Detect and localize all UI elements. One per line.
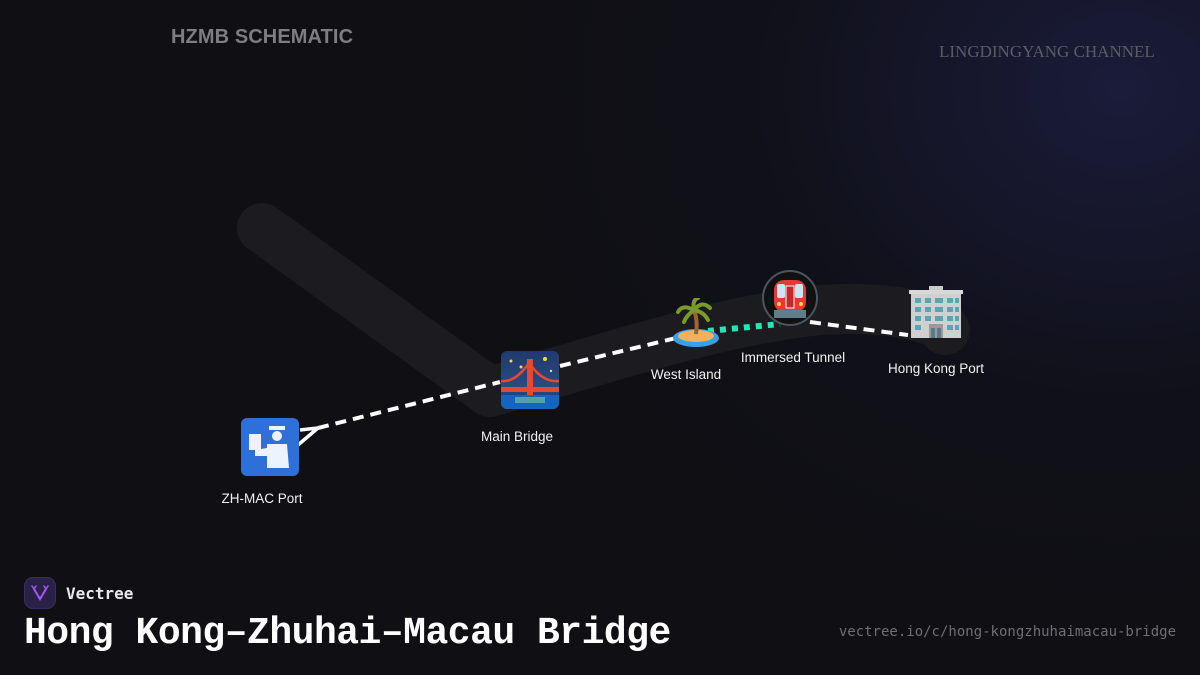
route-shadow-band xyxy=(237,203,970,417)
page-title: Hong Kong–Zhuhai–Macau Bridge xyxy=(24,612,671,655)
page-url[interactable]: vectree.io/c/hong-kongzhuhaimacau-bridge xyxy=(838,624,1176,640)
bridge-at-night-icon xyxy=(501,351,559,409)
edge-zh-mac-to-main-bridge xyxy=(317,380,501,430)
desert-island-icon xyxy=(672,296,722,350)
brand-name: Vectree xyxy=(66,583,134,603)
region-label: LINGDINGYANG CHANNEL xyxy=(939,42,1155,61)
metro-train-icon xyxy=(762,270,818,326)
vectree-logo-icon xyxy=(24,577,56,609)
node-label: Main Bridge xyxy=(480,429,554,444)
passport-control-icon xyxy=(241,418,299,476)
node-label: Immersed Tunnel xyxy=(740,350,846,365)
node-label: Hong Kong Port xyxy=(887,361,985,376)
node-label: ZH-MAC Port xyxy=(221,491,303,506)
edge-tunnel-to-hong-kong-port xyxy=(809,320,909,337)
edge-zh-mac-junction xyxy=(296,425,324,447)
office-building-icon xyxy=(907,286,965,342)
node-label: West Island xyxy=(650,367,722,382)
edge-west-island-to-tunnel xyxy=(707,321,781,334)
brand[interactable]: Vectree xyxy=(24,577,133,609)
edge-main-bridge-to-west-island xyxy=(559,336,677,368)
diagram-title: HZMB SCHEMATIC xyxy=(171,26,354,48)
